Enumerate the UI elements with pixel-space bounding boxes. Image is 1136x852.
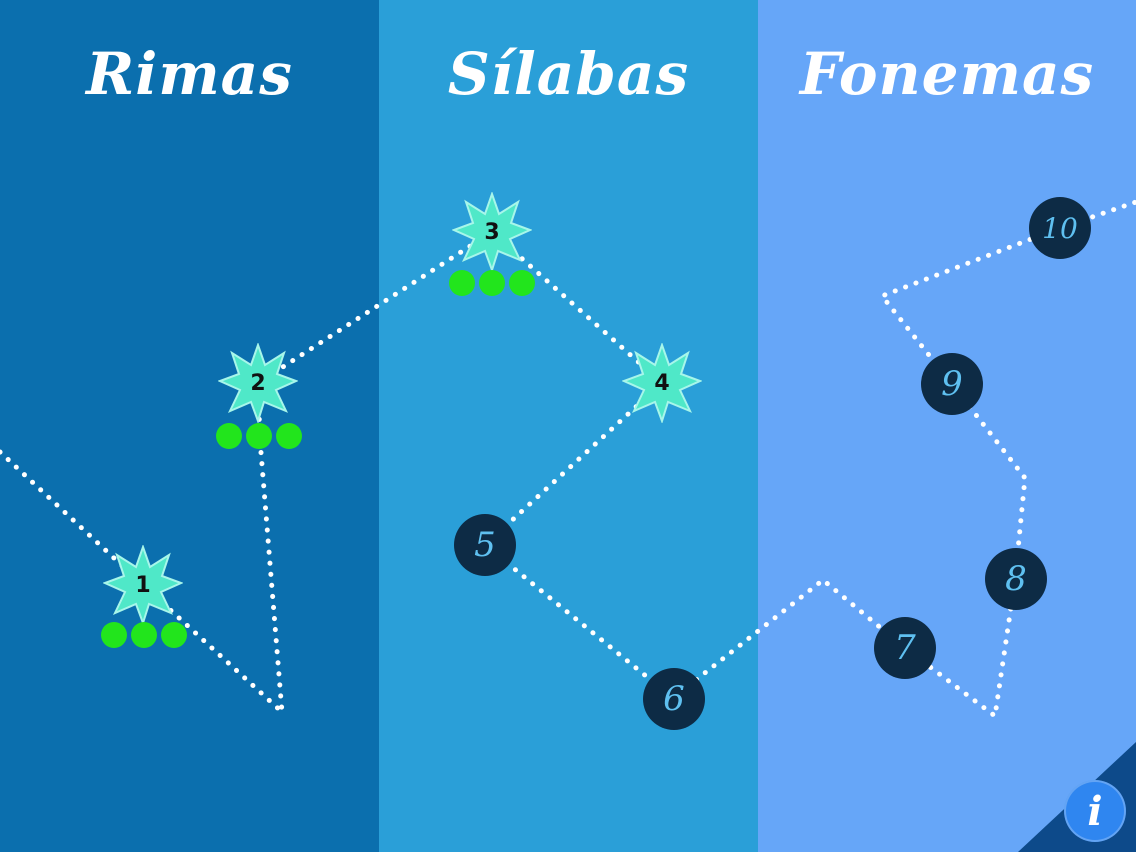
score-dot <box>101 622 127 648</box>
score-dot <box>479 270 505 296</box>
level-3-button[interactable]: 3 <box>452 192 532 272</box>
score-dot <box>276 423 302 449</box>
level-number: 1 <box>135 572 151 598</box>
score-dot <box>216 423 242 449</box>
score-dot <box>161 622 187 648</box>
level-number: 4 <box>654 370 670 396</box>
level-8-button[interactable]: 8 <box>985 548 1047 610</box>
level-10-button[interactable]: 10 <box>1029 197 1091 259</box>
column-rimas: Rimas <box>0 0 379 852</box>
score-dot <box>246 423 272 449</box>
level-2-score <box>216 423 302 449</box>
column-fonemas: Fonemas <box>758 0 1136 852</box>
info-button[interactable]: i <box>1064 780 1126 842</box>
column-title: Rimas <box>86 40 293 108</box>
level-2-button[interactable]: 2 <box>218 343 298 423</box>
star-icon <box>218 343 298 423</box>
level-1-button[interactable]: 1 <box>103 545 183 625</box>
score-dot <box>449 270 475 296</box>
level-number: 2 <box>250 370 266 396</box>
level-1-score <box>101 622 187 648</box>
level-6-button[interactable]: 6 <box>643 668 705 730</box>
column-title: Sílabas <box>447 40 690 108</box>
star-icon <box>622 343 702 423</box>
level-number: 3 <box>484 219 500 245</box>
column-title: Fonemas <box>799 40 1095 108</box>
level-5-button[interactable]: 5 <box>454 514 516 576</box>
score-dot <box>131 622 157 648</box>
level-4-button[interactable]: 4 <box>622 343 702 423</box>
info-icon: i <box>1087 787 1103 835</box>
score-dot <box>509 270 535 296</box>
level-9-button[interactable]: 9 <box>921 353 983 415</box>
level-3-score <box>449 270 535 296</box>
level-7-button[interactable]: 7 <box>874 617 936 679</box>
